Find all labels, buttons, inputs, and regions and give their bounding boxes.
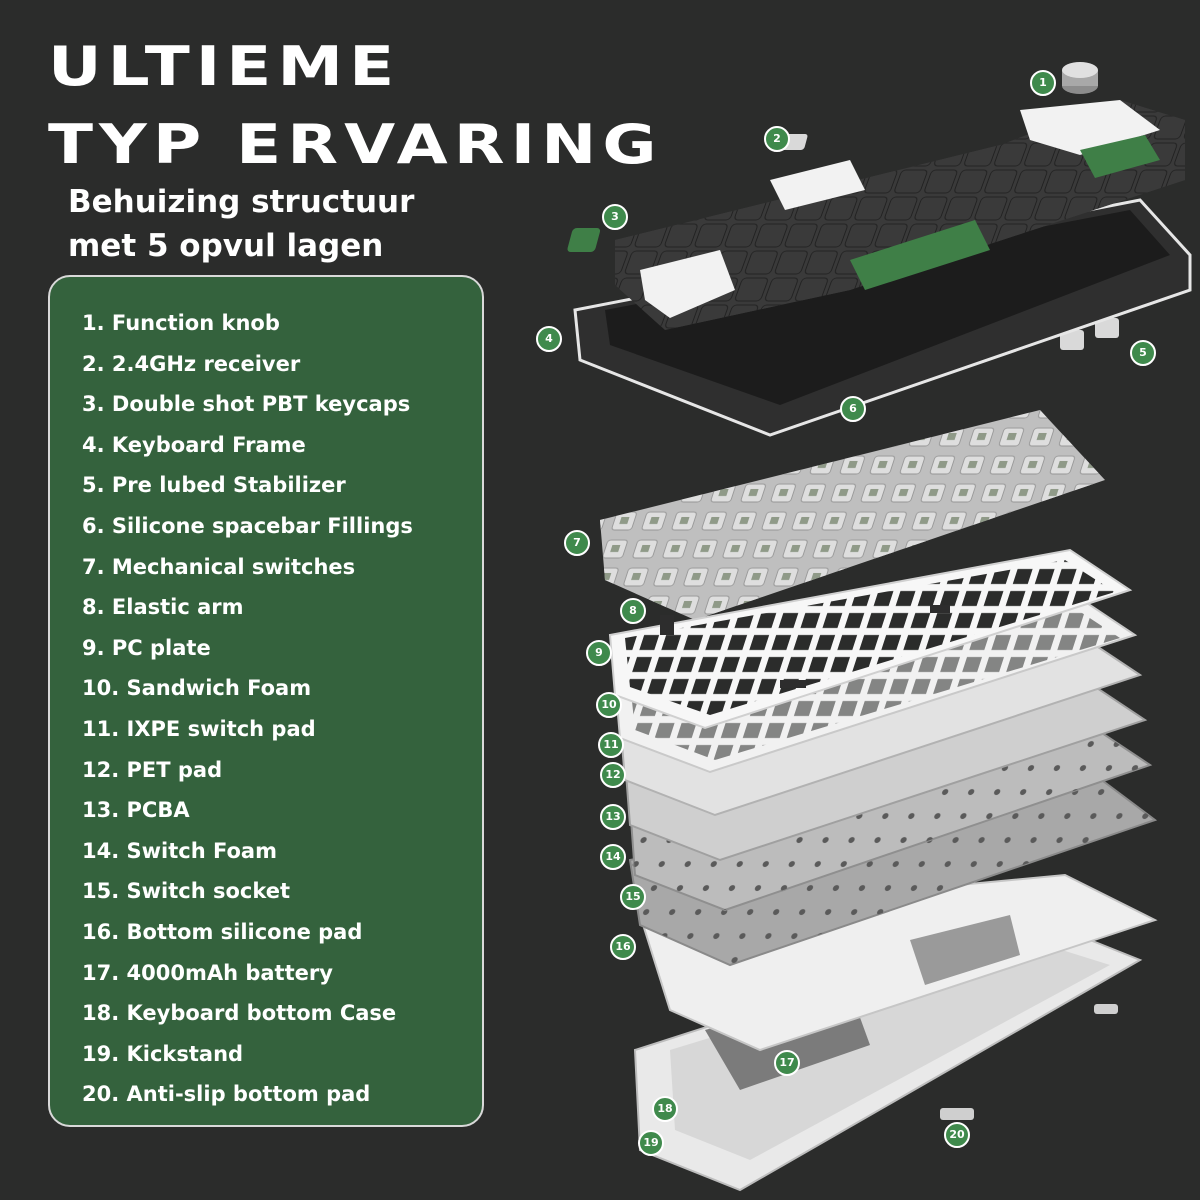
green-keycaps-right (1080, 135, 1160, 178)
callout-4: 4 (536, 326, 562, 352)
white-keycaps-top (770, 160, 865, 210)
component-item-1: 1. Function knob (82, 311, 280, 335)
pcba-dots (630, 725, 1150, 910)
function-knob-top (1062, 62, 1098, 78)
callout-2: 2 (764, 126, 790, 152)
switch-foam-dots (630, 775, 1155, 965)
component-list: 1. Function knob 2. 2.4GHz receiver 3. D… (82, 303, 482, 1115)
white-keycaps-left (640, 250, 735, 318)
elastic-arm-shape-2 (780, 680, 806, 688)
sandwich-foam-grid (630, 605, 1120, 760)
component-item-5: 5. Pre lubed Stabilizer (82, 473, 346, 498)
keycaps-layer-pattern (615, 100, 1185, 330)
green-keycaps (850, 220, 990, 290)
callout-11: 11 (598, 732, 624, 758)
component-item-18: 18. Keyboard bottom Case (82, 1001, 397, 1026)
keyboard-frame-inner (605, 210, 1170, 405)
bottom-case-inner (670, 940, 1110, 1160)
component-item-8: 8. Elastic arm (82, 595, 244, 620)
callout-8: 8 (620, 598, 646, 624)
component-item-9: 9. PC plate (82, 635, 211, 660)
component-item-2: 2. 2.4GHz receiver (82, 351, 301, 376)
subheading-line-2: met 5 opvul lagen (68, 228, 384, 264)
component-item-16: 16. Bottom silicone pad (82, 919, 363, 944)
component-item-3: 3. Double shot PBT keycaps (82, 392, 411, 417)
anti-slip-pad-shape (940, 1108, 974, 1120)
callout-18: 18 (652, 1096, 678, 1122)
elastic-arm-shape (660, 615, 674, 635)
component-item-4: 4. Keyboard Frame (82, 432, 306, 457)
elastic-arm-shape-3 (930, 605, 950, 613)
callout-6: 6 (840, 396, 866, 422)
pad-cutout (910, 915, 1020, 985)
pc-plate-grid (625, 560, 1115, 715)
component-item-17: 17. 4000mAh battery (82, 960, 333, 985)
component-legend-panel: 1. Function knob 2. 2.4GHz receiver 3. D… (48, 275, 484, 1127)
callout-12: 12 (600, 762, 626, 788)
callout-17: 17 (774, 1050, 800, 1076)
stabilizer-shape-2 (1095, 318, 1119, 338)
callout-15: 15 (620, 884, 646, 910)
green-escape-key (567, 228, 601, 252)
callout-9: 9 (586, 640, 612, 666)
callout-13: 13 (600, 804, 626, 830)
subheading: Behuizing structuur met 5 opvul lagen (68, 180, 414, 268)
component-item-7: 7. Mechanical switches (82, 554, 356, 579)
callout-5: 5 (1130, 340, 1156, 366)
switches-layer-pattern (600, 410, 1105, 620)
stabilizer-shape (1060, 330, 1084, 350)
component-item-14: 14. Switch Foam (82, 838, 277, 863)
component-item-6: 6. Silicone spacebar Fillings (82, 513, 413, 538)
subheading-line-1: Behuizing structuur (68, 184, 415, 220)
exploded-view-svg (567, 62, 1192, 1192)
component-item-13: 13. PCBA (82, 798, 190, 823)
component-item-15: 15. Switch socket (82, 879, 291, 904)
callout-10: 10 (596, 692, 622, 718)
callout-7: 7 (564, 530, 590, 556)
callout-1: 1 (1030, 70, 1056, 96)
headline-line-1: ULTIEME (48, 35, 401, 99)
white-keycaps-right (1020, 100, 1160, 155)
callout-14: 14 (600, 844, 626, 870)
component-item-20: 20. Anti-slip bottom pad (82, 1082, 371, 1107)
component-item-11: 11. IXPE switch pad (82, 716, 316, 741)
callout-16: 16 (610, 934, 636, 960)
headline-line-2: TYP ERVARING (48, 113, 663, 177)
callout-19: 19 (638, 1130, 664, 1156)
component-item-12: 12. PET pad (82, 757, 223, 782)
component-item-10: 10. Sandwich Foam (82, 676, 312, 701)
exploded-keyboard-diagram: 1 2 3 4 5 6 7 8 9 10 11 12 13 14 15 16 1… (520, 60, 1200, 1200)
anti-slip-pad-shape-2 (1094, 1004, 1118, 1014)
callout-3: 3 (602, 204, 628, 230)
component-item-19: 19. Kickstand (82, 1041, 244, 1066)
callout-20: 20 (944, 1122, 970, 1148)
